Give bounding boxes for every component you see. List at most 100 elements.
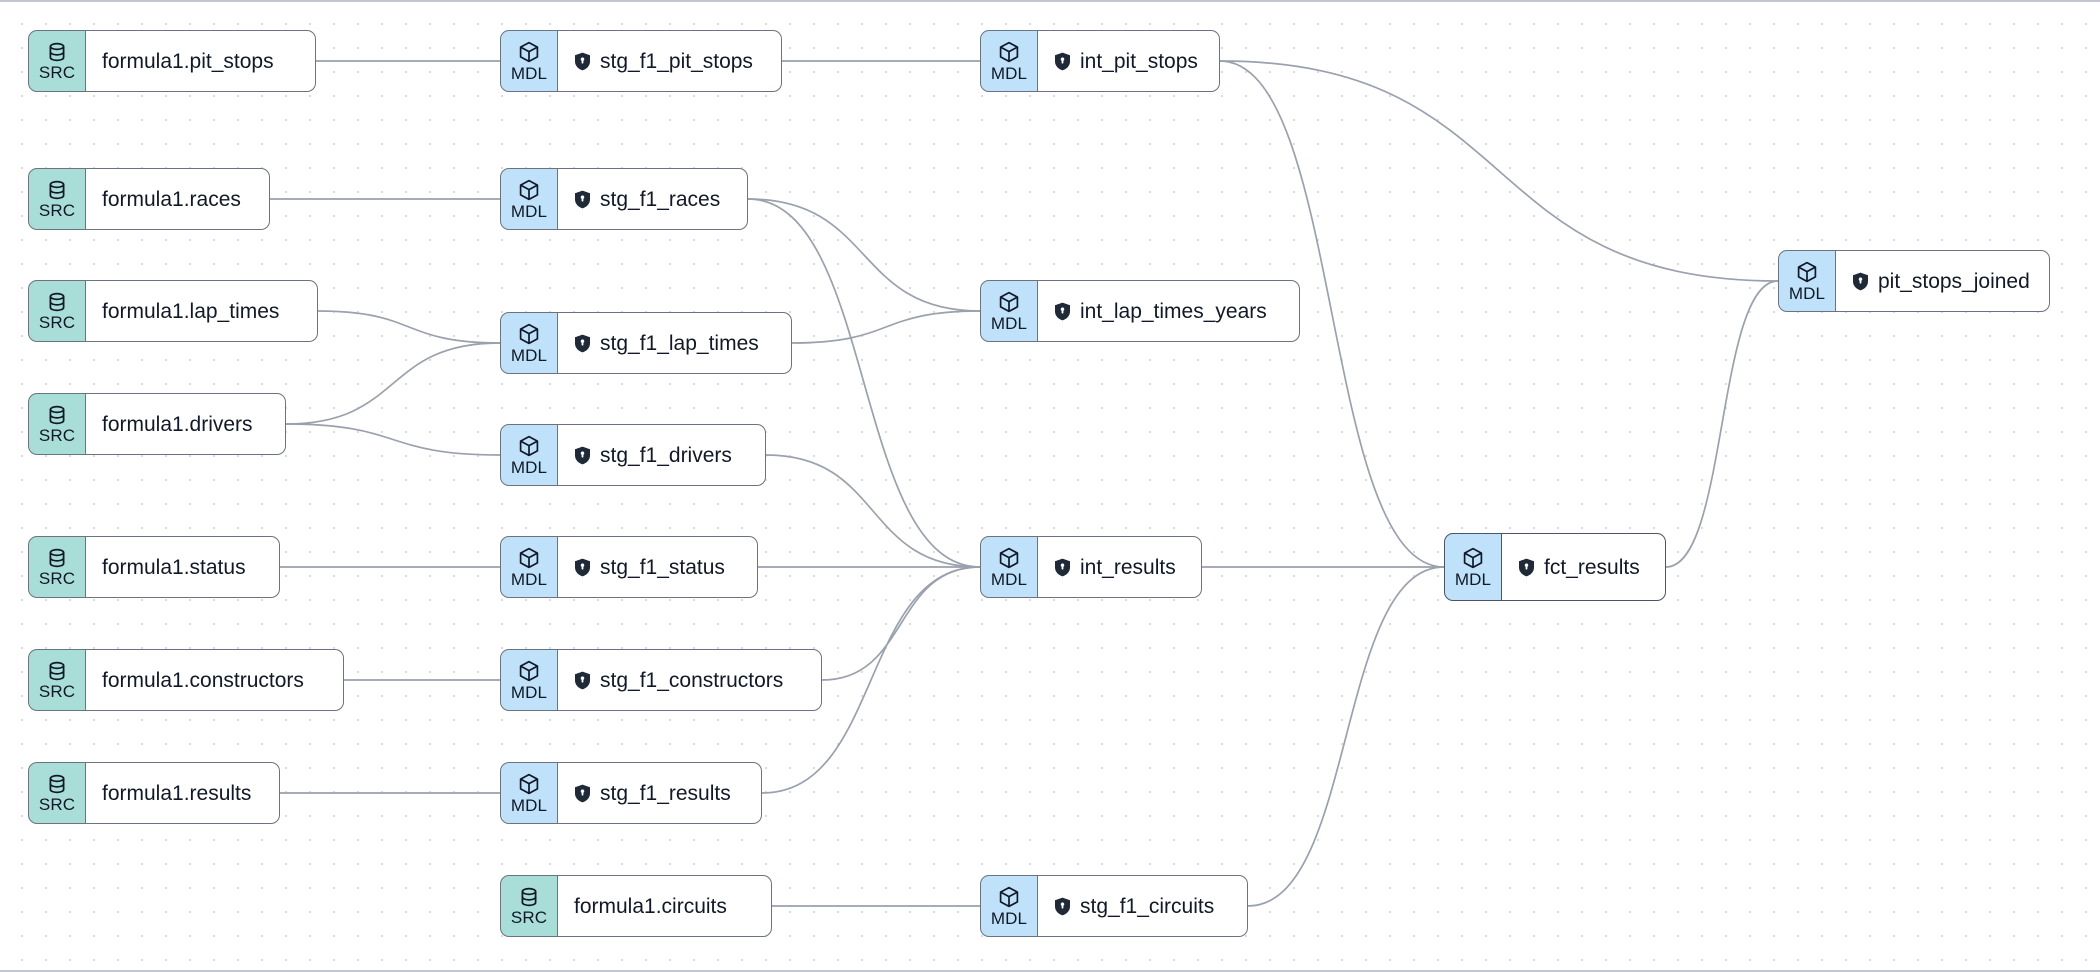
graph-node-src_status[interactable]: SRC formula1.status [28, 536, 280, 598]
badge-code: MDL [990, 909, 1028, 928]
cube-icon [517, 546, 541, 570]
graph-node-stg_drivers[interactable]: MDL stg_f1_drivers [500, 424, 766, 486]
node-body[interactable]: formula1.lap_times [86, 280, 318, 342]
source-badge: SRC [28, 30, 86, 92]
node-body[interactable]: int_lap_times_years [1038, 280, 1300, 342]
node-body[interactable]: pit_stops_joined [1836, 250, 2050, 312]
node-body[interactable]: stg_f1_constructors [558, 649, 822, 711]
shield-lock-icon [574, 190, 591, 209]
cube-icon [517, 322, 541, 346]
cube-icon [517, 659, 541, 683]
graph-node-stg_constructors[interactable]: MDL stg_f1_constructors [500, 649, 822, 711]
graph-node-int_pit_stops[interactable]: MDL int_pit_stops [980, 30, 1220, 92]
graph-node-src_results[interactable]: SRC formula1.results [28, 762, 280, 824]
node-label: fct_results [1544, 555, 1640, 579]
node-body[interactable]: formula1.circuits [558, 875, 772, 937]
node-label: formula1.drivers [102, 412, 253, 436]
node-body[interactable]: formula1.pit_stops [86, 30, 316, 92]
node-body[interactable]: stg_f1_lap_times [558, 312, 792, 374]
node-body[interactable]: fct_results [1502, 533, 1666, 601]
graph-node-stg_circuits[interactable]: MDL stg_f1_circuits [980, 875, 1248, 937]
node-label: stg_f1_races [600, 187, 721, 211]
model-badge: MDL [980, 875, 1038, 937]
node-body[interactable]: int_pit_stops [1038, 30, 1220, 92]
node-label: pit_stops_joined [1878, 269, 2030, 293]
model-badge: MDL [500, 30, 558, 92]
source-badge: SRC [28, 649, 86, 711]
cube-icon [997, 290, 1021, 314]
node-body[interactable]: formula1.drivers [86, 393, 286, 455]
badge-code: MDL [990, 64, 1028, 83]
edge-stg_lap_times-to-int_lap_times_years [791, 310, 981, 344]
node-body[interactable]: stg_f1_pit_stops [558, 30, 782, 92]
database-icon [46, 773, 68, 795]
edge-stg_races-to-int_results [747, 198, 981, 568]
source-badge: SRC [28, 762, 86, 824]
node-body[interactable]: stg_f1_status [558, 536, 758, 598]
graph-node-src_drivers[interactable]: SRC formula1.drivers [28, 393, 286, 455]
cube-icon [517, 178, 541, 202]
graph-node-fct_results[interactable]: MDL fct_results [1444, 533, 1666, 601]
node-body[interactable]: formula1.status [86, 536, 280, 598]
graph-node-stg_status[interactable]: MDL stg_f1_status [500, 536, 758, 598]
graph-node-stg_pit_stops[interactable]: MDL stg_f1_pit_stops [500, 30, 782, 92]
node-label: formula1.races [102, 187, 241, 211]
model-badge: MDL [500, 312, 558, 374]
model-badge: MDL [500, 424, 558, 486]
badge-code: MDL [510, 683, 548, 702]
node-label: int_lap_times_years [1080, 299, 1267, 323]
node-body[interactable]: formula1.results [86, 762, 280, 824]
model-badge: MDL [1778, 250, 1836, 312]
node-label: stg_f1_pit_stops [600, 49, 753, 73]
edge-fct_results-to-pit_stops_joined [1665, 280, 1779, 568]
badge-code: SRC [38, 795, 76, 814]
graph-node-src_lap_times[interactable]: SRC formula1.lap_times [28, 280, 318, 342]
badge-code: SRC [38, 569, 76, 588]
node-label: stg_f1_drivers [600, 443, 732, 467]
badge-code: MDL [1454, 570, 1492, 589]
node-body[interactable]: stg_f1_drivers [558, 424, 766, 486]
node-body[interactable]: stg_f1_circuits [1038, 875, 1248, 937]
node-body[interactable]: stg_f1_races [558, 168, 748, 230]
edge-src_drivers-to-stg_lap_times [285, 342, 501, 425]
graph-node-int_lap_times_years[interactable]: MDL int_lap_times_years [980, 280, 1300, 342]
badge-code: SRC [38, 313, 76, 332]
source-badge: SRC [28, 393, 86, 455]
node-label: formula1.results [102, 781, 252, 805]
node-body[interactable]: int_results [1038, 536, 1202, 598]
cube-icon [1795, 260, 1819, 284]
edge-stg_constructors-to-int_results [821, 566, 981, 681]
source-badge: SRC [28, 168, 86, 230]
node-label: formula1.constructors [102, 668, 304, 692]
model-badge: MDL [980, 536, 1038, 598]
node-label: stg_f1_status [600, 555, 725, 579]
model-badge: MDL [500, 168, 558, 230]
edge-stg_drivers-to-int_results [765, 454, 981, 568]
edge-stg_races-to-int_lap_times_years [747, 198, 981, 312]
graph-node-stg_races[interactable]: MDL stg_f1_races [500, 168, 748, 230]
badge-code: MDL [510, 570, 548, 589]
badge-code: MDL [990, 314, 1028, 333]
graph-node-src_races[interactable]: SRC formula1.races [28, 168, 270, 230]
node-body[interactable]: formula1.constructors [86, 649, 344, 711]
shield-lock-icon [1518, 558, 1535, 577]
database-icon [46, 179, 68, 201]
node-label: int_pit_stops [1080, 49, 1198, 73]
database-icon [46, 404, 68, 426]
badge-code: MDL [510, 202, 548, 221]
node-body[interactable]: stg_f1_results [558, 762, 762, 824]
node-body[interactable]: formula1.races [86, 168, 270, 230]
shield-lock-icon [574, 558, 591, 577]
source-badge: SRC [28, 536, 86, 598]
graph-node-src_constructors[interactable]: SRC formula1.constructors [28, 649, 344, 711]
shield-lock-icon [1054, 302, 1071, 321]
cube-icon [1461, 546, 1485, 570]
graph-node-pit_stops_joined[interactable]: MDL pit_stops_joined [1778, 250, 2050, 312]
